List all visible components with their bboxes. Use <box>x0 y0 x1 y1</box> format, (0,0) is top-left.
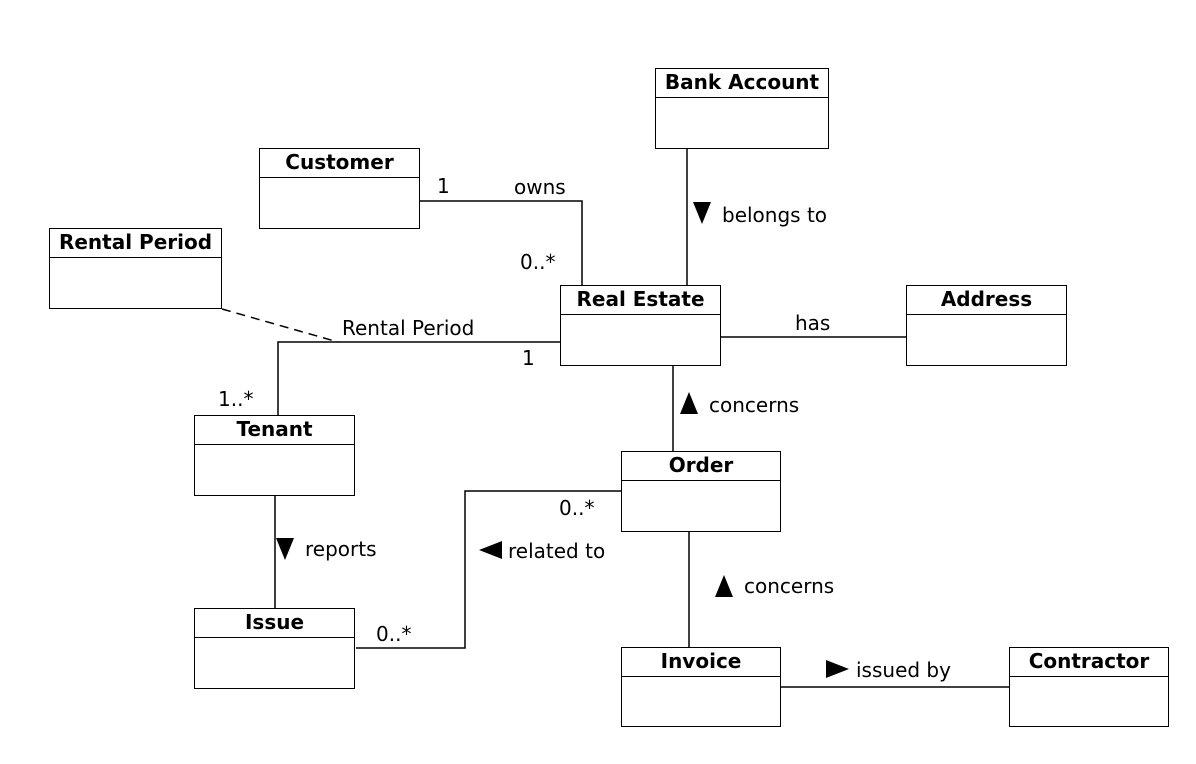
label-concerns-invoice: concerns <box>744 574 835 598</box>
class-real-estate[interactable]: Real Estate <box>560 285 721 366</box>
class-name: Issue <box>195 609 354 638</box>
class-name: Real Estate <box>561 286 720 315</box>
related-to-association-line <box>356 490 621 649</box>
class-tenant[interactable]: Tenant <box>194 415 355 496</box>
association-class-dashed-link <box>221 308 339 343</box>
class-name: Address <box>907 286 1066 315</box>
label-reports: reports <box>305 537 377 561</box>
owns-association-line <box>420 200 583 285</box>
mult-real-estate-rental: 1 <box>522 346 535 370</box>
mult-customer-owns: 1 <box>437 174 450 198</box>
class-invoice[interactable]: Invoice <box>621 647 781 727</box>
class-bank-account[interactable]: Bank Account <box>655 68 829 149</box>
class-name: Order <box>622 452 780 481</box>
class-customer[interactable]: Customer <box>259 148 420 229</box>
class-name: Contractor <box>1010 648 1168 677</box>
class-rental-period[interactable]: Rental Period <box>49 228 222 309</box>
label-owns: owns <box>514 175 566 199</box>
label-rental-period: Rental Period <box>342 316 475 340</box>
class-address[interactable]: Address <box>906 285 1067 366</box>
mult-tenant-rental: 1..* <box>218 387 254 411</box>
label-related-to: related to <box>508 539 606 563</box>
related-to-arrow-left-icon <box>479 541 502 559</box>
class-issue[interactable]: Issue <box>194 608 355 689</box>
concerns-invoice-arrow-up-icon <box>715 575 733 597</box>
concerns-order-arrow-up-icon <box>680 392 698 414</box>
belongs-to-arrow-down-icon <box>693 202 711 224</box>
class-name: Customer <box>260 149 419 178</box>
class-order[interactable]: Order <box>621 451 781 532</box>
label-issued-by: issued by <box>856 658 951 682</box>
mult-real-estate-owns: 0..* <box>520 250 556 274</box>
label-has: has <box>795 311 831 335</box>
issued-by-arrow-right-icon <box>826 660 849 678</box>
class-contractor[interactable]: Contractor <box>1009 647 1169 727</box>
mult-order-related-to: 0..* <box>559 496 595 520</box>
mult-issue-related-to: 0..* <box>376 622 412 646</box>
class-name: Rental Period <box>50 229 221 258</box>
class-name: Bank Account <box>656 69 828 98</box>
reports-arrow-down-icon <box>276 538 294 560</box>
label-concerns-order: concerns <box>709 393 800 417</box>
class-name: Invoice <box>622 648 780 677</box>
rental-association-line <box>277 341 560 415</box>
label-belongs-to: belongs to <box>722 203 828 227</box>
class-name: Tenant <box>195 416 354 445</box>
